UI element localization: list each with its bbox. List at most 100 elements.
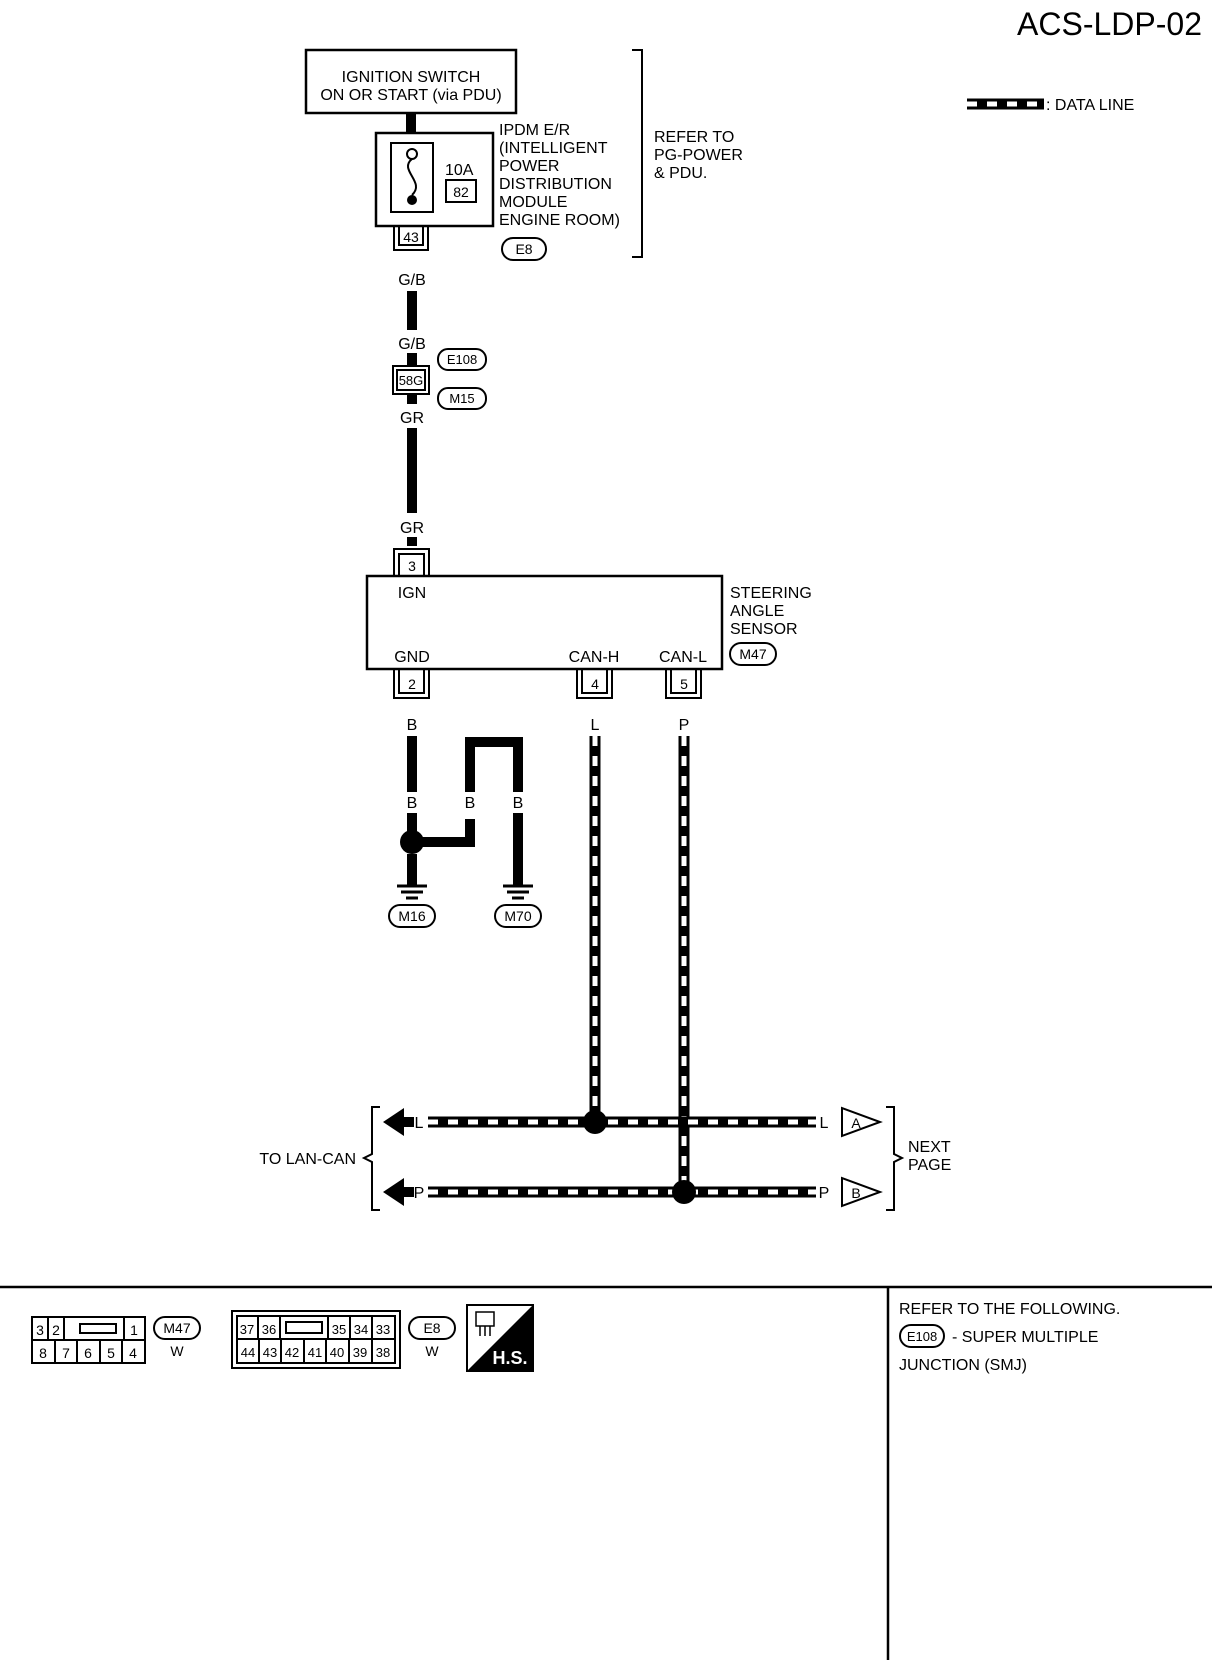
sensor-pin-gnd: GND xyxy=(394,649,430,666)
refer-to-line1: REFER TO xyxy=(654,129,734,146)
ipdm-label-3: POWER xyxy=(499,158,559,175)
fuse-rating: 10A xyxy=(445,162,474,179)
sensor-name-1: STEERING xyxy=(730,585,812,602)
wire-gb-bottom: G/B xyxy=(398,336,426,353)
wire-l-right: L xyxy=(820,1115,829,1132)
steering-angle-sensor-box xyxy=(365,574,724,671)
wire-b-mid2: B xyxy=(465,795,476,812)
sensor-name-2: ANGLE xyxy=(730,603,784,620)
arrow-left-icon xyxy=(383,1178,414,1206)
m47-pin: 4 xyxy=(129,1345,137,1361)
data-line-legend-label: : DATA LINE xyxy=(1046,97,1134,114)
m47-pin: 2 xyxy=(52,1322,60,1338)
data-line-legend: : DATA LINE xyxy=(967,97,1134,114)
lan-can-label: TO LAN-CAN xyxy=(259,1151,356,1168)
e8-pin: 38 xyxy=(376,1345,390,1360)
sensor-terminal-gnd: 2 xyxy=(408,676,416,692)
e8-pin: 43 xyxy=(263,1345,277,1360)
connector-m15-tag xyxy=(437,387,487,410)
next-page-line1: NEXT xyxy=(908,1139,951,1156)
m47-view-tag xyxy=(153,1316,201,1340)
m47-pin: 5 xyxy=(107,1345,115,1361)
e8-pin: 36 xyxy=(262,1322,276,1337)
ipdm-label-1: IPDM E/R xyxy=(499,122,570,139)
ground-m70: M70 xyxy=(504,908,531,924)
wire-gr-top: GR xyxy=(400,410,424,427)
refer-to-bracket xyxy=(632,49,643,258)
arrow-left-icon xyxy=(383,1108,414,1136)
sensor-terminal-ign: 3 xyxy=(408,558,416,574)
wire-gb-top: G/B xyxy=(398,272,426,289)
fuse-number: 82 xyxy=(453,184,469,200)
wire-p-left: P xyxy=(414,1185,425,1202)
e8-pin: 34 xyxy=(354,1322,368,1337)
refer-to-line2: PG-POWER xyxy=(654,147,743,164)
wire-b-mid3: B xyxy=(513,795,524,812)
m47-pin: 1 xyxy=(130,1322,138,1338)
e8-view-id: E8 xyxy=(423,1320,440,1336)
ignition-switch-line2: ON OR START (via PDU) xyxy=(320,87,501,104)
page-id: ACS-LDP-02 xyxy=(1017,6,1202,42)
sensor-pin-canh: CAN-H xyxy=(569,649,620,666)
e8-pin: 39 xyxy=(353,1345,367,1360)
wire-b-top: B xyxy=(407,717,418,734)
e8-view-tag xyxy=(408,1316,456,1340)
e108-tag xyxy=(899,1324,945,1348)
harness-side-icon xyxy=(466,1304,534,1372)
smj-connector-top: E108 xyxy=(447,352,477,367)
sensor-connector: M47 xyxy=(739,646,766,662)
connector-view-m47 xyxy=(31,1316,146,1364)
wire-l-left: L xyxy=(415,1115,424,1132)
marker-a-triangle xyxy=(841,1106,883,1138)
ground-icon xyxy=(397,884,427,900)
ipdm-label-2: (INTELLIGENT xyxy=(499,140,608,157)
marker-b-triangle xyxy=(841,1176,883,1208)
m47-pin: 8 xyxy=(39,1345,47,1361)
e8-pin: 42 xyxy=(285,1345,299,1360)
ipdm-label-5: MODULE xyxy=(499,194,567,211)
sensor-pin-ign: IGN xyxy=(398,585,426,602)
m47-view-id: M47 xyxy=(163,1320,190,1336)
e8-pin: 41 xyxy=(308,1345,322,1360)
connector-e108-tag xyxy=(437,348,487,371)
ipdm-label-4: DISTRIBUTION xyxy=(499,176,612,193)
connector-e8-tag xyxy=(501,237,547,261)
sensor-pin-canl: CAN-L xyxy=(659,649,707,666)
ipdm-connector: E8 xyxy=(515,241,532,257)
fuse-box xyxy=(390,142,434,213)
wire-b-mid1: B xyxy=(407,795,418,812)
refer-following-line1: REFER TO THE FOLLOWING. xyxy=(899,1301,1120,1318)
harness-side-label: H.S. xyxy=(492,1348,527,1368)
e8-pin: 44 xyxy=(241,1345,255,1360)
lan-can-bracket xyxy=(361,1106,380,1211)
m47-pin: 7 xyxy=(62,1345,70,1361)
refer-to-line3: & PDU. xyxy=(654,165,707,182)
connector-m47-tag xyxy=(729,642,777,666)
next-page-line2: PAGE xyxy=(908,1157,951,1174)
wire-p-top: P xyxy=(679,717,690,734)
ground-m16-tag xyxy=(388,904,436,928)
e8-pin: 33 xyxy=(376,1322,390,1337)
ground-m70-tag xyxy=(494,904,542,928)
next-page-bracket xyxy=(886,1106,905,1211)
ipdm-label-6: ENGINE ROOM) xyxy=(499,212,620,229)
e8-pin: 37 xyxy=(240,1322,254,1337)
wire-gr-bottom: GR xyxy=(400,520,424,537)
ipdm-terminal: 43 xyxy=(403,229,419,245)
ground-icon xyxy=(503,884,533,900)
sensor-terminal-canh: 4 xyxy=(591,676,599,692)
refer-following-connector: E108 xyxy=(907,1329,937,1344)
sensor-name-3: SENSOR xyxy=(730,621,798,638)
connector-view-e8 xyxy=(231,1310,401,1369)
refer-following-line2: - SUPER MULTIPLE xyxy=(952,1329,1098,1346)
sensor-terminal-canl: 5 xyxy=(680,676,688,692)
refer-following-line3: JUNCTION (SMJ) xyxy=(899,1357,1027,1374)
smj-terminal: 58G xyxy=(399,373,424,388)
smj-connector-bottom: M15 xyxy=(449,391,474,406)
ignition-switch-line1: IGNITION SWITCH xyxy=(342,69,481,86)
marker-a: A xyxy=(851,1115,861,1131)
wire-l-top: L xyxy=(591,717,600,734)
wire-p-right: P xyxy=(819,1185,830,1202)
e8-view-color: W xyxy=(425,1343,439,1359)
